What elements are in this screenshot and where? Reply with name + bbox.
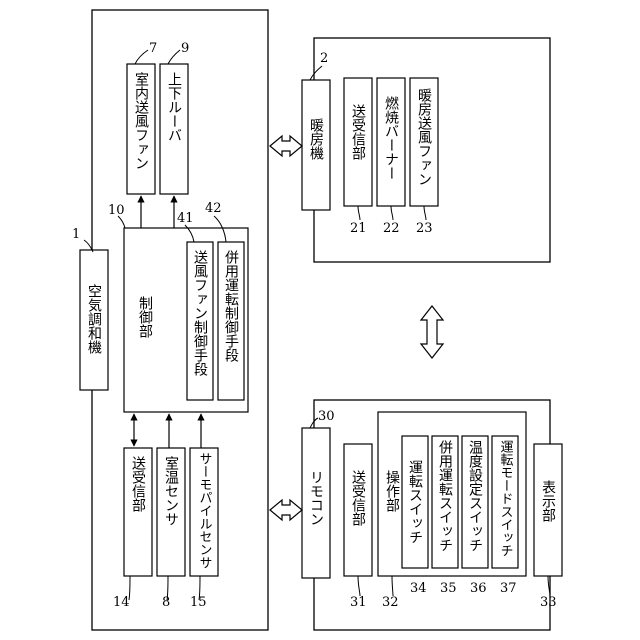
heater-ref: 2 [320, 51, 328, 66]
combined-switch-ref: 35 [440, 581, 457, 596]
heater-transceiver-block: 送受信部 21 [344, 78, 372, 236]
remote-label-box: リモコン 30 [302, 409, 335, 578]
burner-label: 燃焼バーナー [383, 95, 399, 180]
room-temp-sensor-label: 室温センサ [163, 455, 179, 526]
temp-switch-label: 温度設定スイッチ [467, 440, 483, 552]
heater-fan-block: 暖房送風ファン 23 [410, 78, 438, 236]
louver-ref: 9 [181, 41, 189, 56]
mode-switch-label: 運転モードスイッチ [498, 440, 514, 557]
heater-fan-ref: 23 [416, 221, 433, 236]
remote-transceiver-block: 送受信部 31 [344, 444, 372, 610]
aircon-label-box: 空気調和機 1 [72, 227, 108, 390]
thermopile-sensor-label: サーモパイルセンサ [197, 452, 213, 569]
operation-block: 操作部 32 運転スイッチ 34 併用運転スイッチ 35 温度設定スイッチ 36… [378, 412, 526, 610]
remote-transceiver-ref: 31 [350, 595, 367, 610]
heater-transceiver-label: 送受信部 [350, 104, 366, 160]
operation-label: 操作部 [384, 470, 400, 512]
room-temp-sensor-ref: 8 [162, 595, 170, 610]
aircon-transceiver-block: 送受信部 14 [113, 448, 152, 610]
controller-block: 制御部 10 送風ファン制御手段 41 併用運転制御手段 42 [108, 201, 248, 412]
heater-label: 暖房機 [308, 118, 324, 161]
aircon-transceiver-ref: 14 [113, 595, 130, 610]
temp-switch-ref: 36 [470, 581, 487, 596]
room-temp-sensor-block: 室温センサ 8 [157, 448, 185, 610]
aircon-transceiver-label: 送受信部 [130, 456, 146, 512]
remote-ref: 30 [318, 409, 335, 424]
indoor-fan-ref: 7 [149, 41, 157, 56]
aircon-ref: 1 [72, 227, 80, 242]
display-ref: 33 [540, 595, 557, 610]
heater-transceiver-ref: 21 [350, 221, 367, 236]
comm-arrow-aircon-heater [270, 136, 302, 156]
remote-label: リモコン [308, 470, 324, 526]
burner-block: 燃焼バーナー 22 [377, 78, 405, 236]
comm-arrow-heater-remote [421, 306, 443, 358]
combined-ctrl-ref: 42 [205, 201, 222, 216]
operation-ref: 32 [382, 595, 399, 610]
display-label: 表示部 [540, 480, 556, 522]
indoor-fan-label: 室内送風ファン [133, 71, 149, 170]
combined-ctrl-label: 併用運転制御手段 [223, 250, 239, 362]
thermopile-sensor-ref: 15 [190, 595, 207, 610]
controller-label: 制御部 [137, 296, 153, 338]
run-switch-label: 運転スイッチ [407, 460, 423, 544]
louver-label: 上下ルーバ [166, 72, 182, 142]
louver-block: 上下ルーバ 9 [160, 41, 189, 194]
remote-transceiver-label: 送受信部 [350, 470, 366, 526]
comm-arrow-aircon-remote [270, 500, 302, 520]
display-block: 表示部 33 [534, 444, 562, 610]
combined-switch-label: 併用運転スイッチ [437, 440, 453, 552]
burner-ref: 22 [383, 221, 400, 236]
run-switch-ref: 34 [410, 581, 427, 596]
controller-ref: 10 [108, 203, 125, 218]
mode-switch-ref: 37 [500, 581, 517, 596]
heater-label-box: 暖房機 2 [302, 51, 330, 210]
fan-ctrl-ref: 41 [177, 211, 194, 226]
fan-ctrl-label: 送風ファン制御手段 [192, 250, 208, 376]
indoor-fan-block: 室内送風ファン 7 [127, 41, 157, 194]
aircon-label: 空気調和機 [86, 284, 102, 355]
thermopile-sensor-block: サーモパイルセンサ 15 [190, 448, 218, 610]
heater-fan-label: 暖房送風ファン [416, 88, 432, 186]
